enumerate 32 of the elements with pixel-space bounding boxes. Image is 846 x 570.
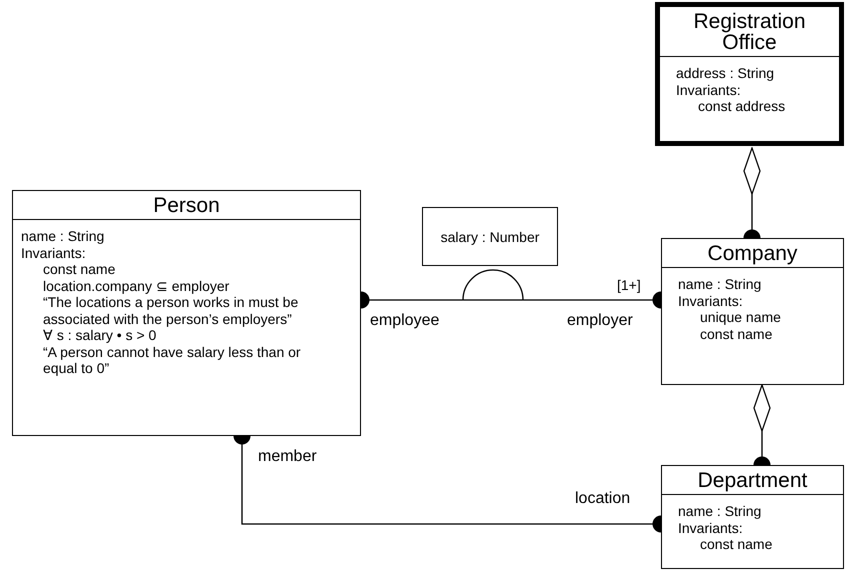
invariant-text: “The locations a person works in must be associated with the person’s employers” [42, 294, 300, 327]
invariant-text: location.company ⊆ employer [42, 278, 230, 294]
class-box [661, 465, 844, 569]
invariants-heading: Invariants: [676, 82, 742, 98]
role-label: employee [370, 312, 440, 330]
class-box [12, 190, 361, 436]
role-label: member [258, 448, 317, 466]
invariant-text: “A person cannot have salary less than or equal to 0” [42, 344, 302, 376]
invariants-heading: Invariants: [678, 292, 744, 309]
invariant-text: const name [699, 536, 774, 552]
attribute-box [422, 207, 558, 266]
role-label: location [575, 490, 630, 508]
attribute-text: salary : Number [440, 228, 540, 244]
class-box [661, 238, 844, 385]
attribute-text: name : String [21, 228, 106, 244]
role-label: employer [567, 312, 633, 330]
invariant-text: const name [699, 326, 774, 342]
attribute-text: name : String [678, 503, 762, 520]
class-name: Company [662, 239, 843, 268]
invariant-text: ∀ s : salary • s > 0 [42, 327, 158, 344]
invariant-text: const name [42, 261, 116, 278]
class-box [655, 2, 844, 146]
invariants-heading: Invariants: [678, 520, 744, 536]
invariant-text: unique name [699, 309, 782, 326]
invariants-heading: Invariants: [21, 244, 87, 261]
class-name: Registration Office [660, 7, 839, 57]
class-name: Department [662, 466, 843, 495]
invariant-text: const address [697, 98, 786, 114]
class-name: Person [13, 191, 360, 220]
attribute-text: name : String [678, 276, 762, 292]
multiplicity-label: [1+] [617, 276, 641, 294]
attribute-text: address : String [676, 65, 776, 82]
